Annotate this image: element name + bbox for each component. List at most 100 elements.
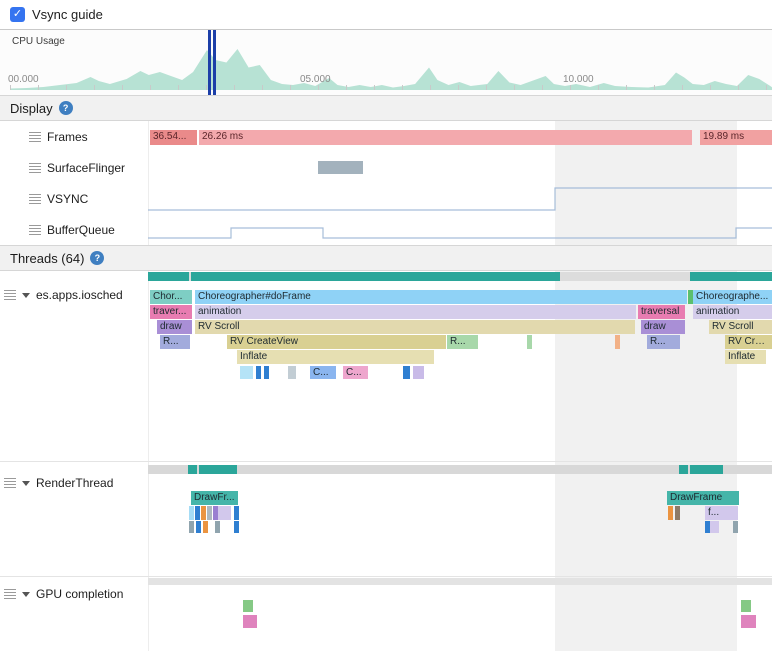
- label-column-separator: [148, 95, 149, 651]
- drag-handle-icon[interactable]: [29, 132, 41, 142]
- trace-event-bar[interactable]: animation: [195, 305, 636, 319]
- trace-event-bar[interactable]: draw: [641, 320, 685, 334]
- trace-event-bar[interactable]: R...: [647, 335, 680, 349]
- trace-event-bar[interactable]: traver...: [150, 305, 192, 319]
- trace-event-bar[interactable]: [403, 366, 410, 379]
- trace-event-bar[interactable]: [741, 615, 756, 628]
- trace-event-bar[interactable]: [240, 366, 253, 379]
- trace-event-bar[interactable]: RV Scroll: [709, 320, 772, 334]
- trace-event-bar[interactable]: [741, 600, 751, 612]
- thread-state-running-segment: [188, 465, 197, 474]
- trace-event-bar[interactable]: RV Crea...: [725, 335, 772, 349]
- trace-event-bar[interactable]: [688, 290, 693, 304]
- trace-event-bar[interactable]: [243, 600, 253, 612]
- trace-event-bar[interactable]: Choreographer#doFrame: [195, 290, 687, 304]
- trace-event-bar[interactable]: traversal: [638, 305, 685, 319]
- time-axis-label: 00.000: [8, 74, 39, 85]
- trace-event-bar[interactable]: DrawFrame: [667, 491, 739, 505]
- help-icon[interactable]: ?: [90, 251, 105, 265]
- trace-event-bar[interactable]: animation: [693, 305, 772, 319]
- drag-handle-icon[interactable]: [29, 225, 41, 235]
- trace-event-bar[interactable]: [243, 615, 257, 628]
- trace-event-bar[interactable]: RV CreateView: [227, 335, 446, 349]
- trace-event-bar[interactable]: [213, 506, 218, 520]
- collapse-arrow-icon[interactable]: [22, 480, 30, 486]
- trace-event-bar[interactable]: [196, 521, 201, 533]
- trace-event-bar[interactable]: [705, 521, 710, 533]
- selection-cursor-line[interactable]: [213, 30, 216, 95]
- trace-event-bar[interactable]: [218, 506, 231, 520]
- trace-event-bar[interactable]: [189, 521, 194, 533]
- thread-label-renderthread[interactable]: RenderThread: [4, 476, 113, 490]
- frame-duration-bar[interactable]: 26.26 ms: [199, 130, 692, 145]
- trace-event-bar[interactable]: f...: [705, 506, 738, 520]
- help-icon[interactable]: ?: [58, 101, 73, 115]
- trace-event-bar[interactable]: [668, 506, 673, 520]
- trace-event-bar[interactable]: Choreographe...: [693, 290, 772, 304]
- trace-event-bar[interactable]: Chor...: [150, 290, 192, 304]
- drag-handle-icon[interactable]: [4, 589, 16, 599]
- display-section-header[interactable]: Display ?: [0, 95, 772, 121]
- trace-event-bar[interactable]: [675, 506, 680, 520]
- trace-event-bar[interactable]: [189, 506, 194, 520]
- trace-event-bar[interactable]: [288, 366, 296, 379]
- trace-event-bar[interactable]: R...: [160, 335, 190, 349]
- trace-event-bar[interactable]: [234, 521, 239, 533]
- collapse-arrow-icon[interactable]: [22, 292, 30, 298]
- cpu-usage-label: CPU Usage: [12, 36, 65, 47]
- frame-duration-bar[interactable]: 19.89 ms: [700, 130, 772, 145]
- trace-event-bar[interactable]: [527, 335, 532, 349]
- trace-event-bar[interactable]: C...: [310, 366, 336, 379]
- trace-event-bar[interactable]: [201, 506, 206, 520]
- trace-event-bar[interactable]: [234, 506, 239, 520]
- threads-section-title: Threads (64): [10, 250, 85, 266]
- track-label-frames[interactable]: Frames: [29, 130, 88, 144]
- track-label-surfaceflinger[interactable]: SurfaceFlinger: [29, 161, 125, 175]
- trace-event-bar[interactable]: [264, 366, 269, 379]
- trace-event-bar[interactable]: [215, 521, 220, 533]
- trace-event-bar[interactable]: [710, 521, 719, 533]
- track-label-text: VSYNC: [47, 192, 89, 206]
- trace-event-bar[interactable]: [207, 506, 212, 520]
- drag-handle-icon[interactable]: [4, 478, 16, 488]
- vsync-guide-checkbox[interactable]: ✓: [10, 7, 25, 22]
- drag-handle-icon[interactable]: [4, 290, 16, 300]
- trace-event-bar[interactable]: RV Scroll: [195, 320, 635, 334]
- track-divider: [0, 576, 772, 577]
- thread-label-gpu-completion[interactable]: GPU completion: [4, 587, 123, 601]
- trace-event-bar[interactable]: [203, 521, 208, 533]
- frame-duration-bar[interactable]: 36.54...: [150, 130, 197, 145]
- drag-handle-icon[interactable]: [29, 163, 41, 173]
- collapse-arrow-icon[interactable]: [22, 591, 30, 597]
- selection-cursor-line[interactable]: [208, 30, 211, 95]
- thread-state-running-segment: [679, 465, 688, 474]
- thread-state-running-segment: [199, 465, 237, 474]
- thread-state-running-segment: [690, 272, 772, 281]
- checkmark-icon: ✓: [12, 8, 23, 20]
- trace-event-bar[interactable]: draw: [157, 320, 192, 334]
- trace-event-bar[interactable]: [256, 366, 261, 379]
- trace-event-bar[interactable]: DrawFr...: [191, 491, 238, 505]
- trace-event-bar[interactable]: R...: [447, 335, 478, 349]
- thread-state-running-segment: [690, 465, 723, 474]
- track-label-vsync[interactable]: VSYNC: [29, 192, 88, 206]
- trace-event-bar[interactable]: Inflate: [725, 350, 766, 364]
- trace-event-bar[interactable]: [615, 335, 620, 349]
- trace-event-bar[interactable]: [195, 506, 200, 520]
- trace-event-bar[interactable]: C...: [343, 366, 368, 379]
- surfaceflinger-event-bar[interactable]: [318, 161, 363, 174]
- toolbar: ✓ Vsync guide: [0, 0, 772, 30]
- track-label-bufferqueue[interactable]: BufferQueue: [29, 223, 115, 237]
- thread-name: RenderThread: [36, 476, 114, 490]
- time-axis-label: 10.000: [563, 74, 594, 85]
- track-label-text: SurfaceFlinger: [47, 161, 126, 175]
- trace-event-bar[interactable]: Inflate: [237, 350, 434, 364]
- trace-event-bar[interactable]: [733, 521, 738, 533]
- trace-event-bar[interactable]: [413, 366, 424, 379]
- thread-name: es.apps.iosched: [36, 288, 123, 302]
- drag-handle-icon[interactable]: [29, 194, 41, 204]
- thread-label-es-apps-iosched[interactable]: es.apps.iosched: [4, 288, 123, 302]
- threads-section-header[interactable]: Threads (64) ?: [0, 245, 772, 271]
